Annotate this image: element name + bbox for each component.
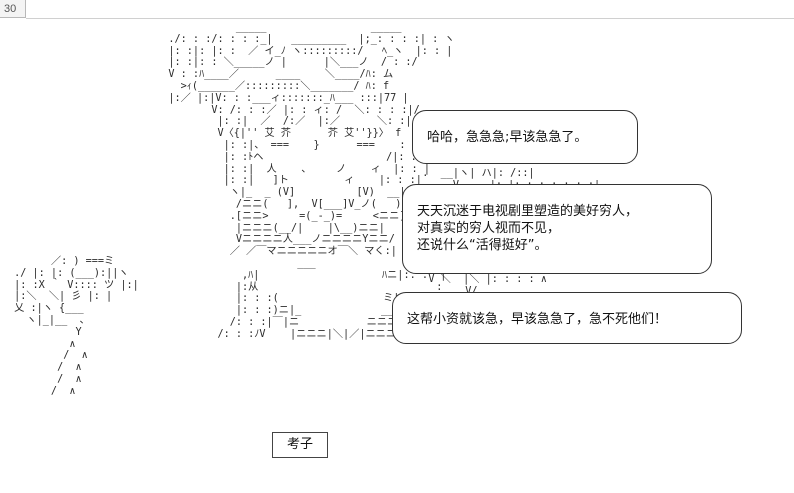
page-number: 30 [4,3,17,15]
ascii-art-main-line: |: :| ]ト ィ |: : :| [150,175,422,187]
ascii-art-main-line: |: :|: : ＼_____ノ | |＼___ノ / : :/ [150,57,418,69]
ascii-art-main-line: V〈{|'' 艾 芥 芥 艾''}}〉 f [150,128,402,140]
ascii-art-main-line: _____ _____ [150,22,402,33]
ascii-art-right-line: . __|ヽ| ハ|: /::| [410,168,535,179]
ascii-art-main-line: V: /: : :／ |: : ィ: / ＼: : : :|/ [150,104,420,116]
ascii-art-left-figure: ／: ) ===ミ ./ |: |: (___):||ヽ |: :X ｀ V::… [8,256,139,398]
ascii-art-left-line: Y [8,326,82,338]
ascii-art-left-line: |:＼ ＼| 彡 |: | [8,291,113,303]
ascii-art-main-line: ／ ／￣マニニニニニオ￣＼ マく:| [150,246,397,258]
top-divider [26,18,794,19]
ascii-art-main-line: |:／ |:|V: : :___ィ:::::::_ﾊ___ :::|77 | [150,92,409,104]
sign-label-box: 考子 [272,432,328,458]
ascii-art-main-line: |:从 ___ : [150,281,443,293]
ascii-art-right-line: V/ [410,286,600,298]
ascii-art-main-line: ,ﾊ| ﾊニ|:. : | [150,269,447,281]
ascii-art-main-line: /: : :ﾉV |ニニニ|＼|／|ニニニニ| [150,328,413,340]
bubble-first-line: 哈哈，急急急;早该急急了。 [427,130,588,145]
ascii-art-right-line: V ＼ |＼ |: : : : ∧ [410,274,547,286]
ascii-art-main-line: |: :ﾄヘ /|: : | [150,151,430,163]
ascii-art-main-line: V : :ﾊ____／ ____ ＼____/ﾊ: ム [150,69,394,81]
ascii-art-main-line: |: :|: |: : ／ イ_ﾉ ヽ:::::::::/ ﾍ_ヽ |: : | [150,45,453,57]
ascii-art-left-line: / ∧ [8,350,88,362]
ascii-art-left-line: ./ |: |: (___):||ヽ [8,267,129,279]
ascii-art-left-line: / ∧ [8,385,76,397]
ascii-art-left-line: |: :X ｀ V:::: ツ |:| [8,279,139,291]
ascii-art-main-line: |: :|、 === } === : : | [150,139,431,151]
bubble-second-line-1: 天天沉迷于电视剧里塑造的美好穷人， [417,204,639,219]
speech-bubble-third: 这帮小资就该急，早该急急了，急不死他们！ [392,292,742,344]
ascii-art-main-line: |: :| 人 、 ノ ィ |: : | [150,163,430,175]
bubble-third-line: 这帮小资就该急，早该急急了，急不死他们！ [407,312,668,327]
ascii-art-main-line: |ニニニ(__/| |\__)ニニ| [150,222,385,234]
ascii-art-main-line: .[ニニ> =(_-_)= <ニニ] [150,210,406,222]
page-number-tab: 30 [0,0,26,18]
ascii-art-main-line: >ｨ(______／:::::::::＼_______/ ﾊ: f [150,80,390,92]
ascii-art-left-line: / ∧ [8,373,82,385]
bubble-second-line-2: 对真实的穷人视而不见， [417,221,561,236]
ascii-art-main-line: ./: : :/: : : :_| _________ |;_: : : :| … [150,33,455,45]
ascii-art-left-line: 乂 :|ヽ {___ [8,303,84,315]
ascii-art-left-line: ∧ [8,338,76,350]
ascii-art-main-line: Vニニニニ人___ノニニニニYニニ/ [150,234,395,246]
ascii-art-main-line: |: :| ／ /:／ |:／ ＼: :| [150,116,412,128]
ascii-art-left-line: ／: ) ===ミ [8,256,115,267]
speech-bubble-first: 哈哈，急急急;早该急急了。 [412,110,638,164]
bubble-second-line-3: 还说什么“活得挺好”。 [417,238,548,253]
ascii-art-left-line: / ∧ [8,362,82,374]
ascii-art-left-line: ヽ|_|__ 、 [8,314,90,326]
speech-bubble-second: 天天沉迷于电视剧里塑造的美好穷人， 对真实的穷人视而不见， 还说什么“活得挺好”… [402,184,712,274]
sign-label: 考子 [286,437,313,452]
